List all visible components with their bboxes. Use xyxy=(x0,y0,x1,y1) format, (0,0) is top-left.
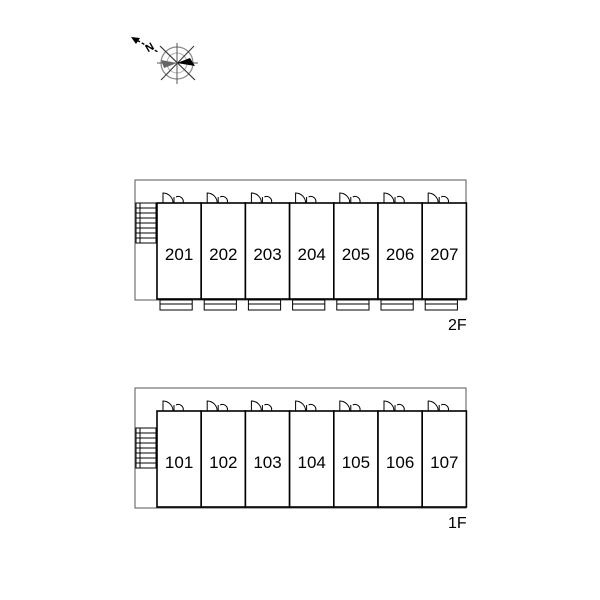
unit-number-label: 104 xyxy=(298,453,326,472)
staircase xyxy=(135,427,157,469)
unit-number-label: 102 xyxy=(209,453,237,472)
unit-number-label: 202 xyxy=(209,245,237,264)
unit-number-label: 207 xyxy=(430,245,458,264)
door-icon xyxy=(162,192,174,204)
door-icon xyxy=(339,400,351,412)
balcony xyxy=(380,299,414,311)
door-icon xyxy=(250,400,262,412)
door-icon xyxy=(383,400,395,412)
door-icon xyxy=(339,192,351,204)
floor-2f-block: 201 202 203 204 205 206 207 xyxy=(134,179,468,311)
unit-205: 205 xyxy=(332,192,379,311)
balcony xyxy=(424,299,458,311)
unit-105: 105 xyxy=(332,400,379,508)
floor-label-2f: 2F xyxy=(448,317,467,334)
unit-107: 107 xyxy=(421,400,468,508)
door-icon xyxy=(383,192,395,204)
balcony xyxy=(203,299,237,311)
floor-label-1f: 1F xyxy=(448,515,467,532)
floor-1f-block: 101 102 103 104 105 106 107 xyxy=(134,387,468,509)
balcony xyxy=(159,299,193,311)
door-icon xyxy=(295,192,307,204)
unit-101: 101 xyxy=(156,400,203,508)
unit-number-label: 204 xyxy=(298,245,326,264)
compass-north-label: N xyxy=(144,41,157,55)
unit-104: 104 xyxy=(288,400,335,508)
unit-number-label: 201 xyxy=(165,245,193,264)
north-compass-icon: N xyxy=(131,37,198,84)
door-icon xyxy=(162,400,174,412)
unit-106: 106 xyxy=(377,400,424,508)
unit-102: 102 xyxy=(200,400,247,508)
unit-number-label: 203 xyxy=(253,245,281,264)
unit-206: 206 xyxy=(377,192,424,311)
unit-number-label: 206 xyxy=(386,245,414,264)
balcony xyxy=(292,299,326,311)
door-icon xyxy=(206,192,218,204)
door-icon xyxy=(295,400,307,412)
unit-203: 203 xyxy=(244,192,291,311)
unit-number-label: 101 xyxy=(165,453,193,472)
door-icon xyxy=(427,192,439,204)
unit-103: 103 xyxy=(244,400,291,508)
unit-201: 201 xyxy=(156,192,203,311)
unit-202: 202 xyxy=(200,192,247,311)
staircase xyxy=(135,202,157,244)
door-icon xyxy=(206,400,218,412)
balcony xyxy=(336,299,370,311)
unit-204: 204 xyxy=(288,192,335,311)
unit-number-label: 103 xyxy=(253,453,281,472)
door-icon xyxy=(427,400,439,412)
unit-207: 207 xyxy=(421,192,468,311)
unit-number-label: 205 xyxy=(342,245,370,264)
unit-number-label: 105 xyxy=(342,453,370,472)
balcony xyxy=(247,299,282,311)
door-icon xyxy=(250,192,262,204)
unit-number-label: 106 xyxy=(386,453,414,472)
unit-number-label: 107 xyxy=(430,453,458,472)
